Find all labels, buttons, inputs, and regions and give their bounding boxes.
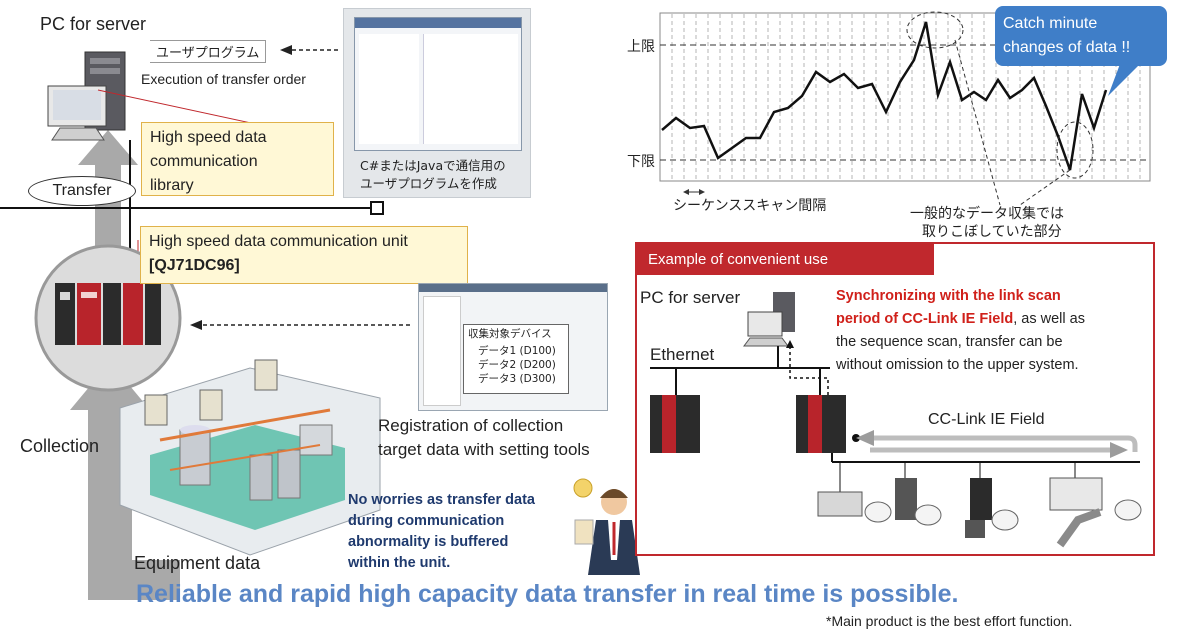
library-box: High speed data communication library xyxy=(141,122,334,196)
scan-interval-label: シーケンススキャン間隔 xyxy=(673,198,827,214)
buffer-note-line: during communication xyxy=(348,513,505,529)
ide-screenshot: C#またはJavaで通信用の ユーザプログラムを作成 xyxy=(343,8,531,198)
buffer-note: No worries as transfer data during commu… xyxy=(348,490,578,574)
desc-red-line-2: period of CC-Link IE Field xyxy=(836,311,1014,327)
tool-dialog-item: データ3 (D300) xyxy=(478,373,556,385)
buffer-note-line: within the unit. xyxy=(348,555,451,571)
transfer-label: Transfer xyxy=(52,182,112,199)
example-description: Synchronizing with the link scan period … xyxy=(836,285,1151,377)
lower-limit-label: 下限 xyxy=(627,154,655,170)
pc-server-label: PC for server xyxy=(40,14,147,34)
missed-data-line-1: 一般的なデータ収集では xyxy=(910,206,1064,222)
desc-line-2: period of CC-Link IE Field, as well as xyxy=(836,308,1151,331)
unit-model: [QJ71DC96] xyxy=(149,257,240,274)
tool-dialog-title: 収集対象デバイス xyxy=(468,328,552,340)
cclink-label: CC-Link IE Field xyxy=(928,411,1045,428)
factory-illustration xyxy=(119,359,381,556)
callout-line-2: changes of data !! xyxy=(1003,39,1131,56)
setting-tool-screenshot: 収集対象デバイス データ1 (D100) データ2 (D200) データ3 (D… xyxy=(418,283,608,411)
callout-text: Catch minute changes of data !! xyxy=(1003,12,1163,60)
example-pc-label: PC for server xyxy=(640,288,741,307)
example-header: Example of convenient use xyxy=(648,251,829,268)
collection-label: Collection xyxy=(20,436,100,456)
library-line-1: High speed data xyxy=(150,129,267,146)
execution-label: Execution of transfer order xyxy=(141,71,306,87)
tool-dialog-item: データ2 (D200) xyxy=(478,359,556,371)
registration-line-1: Registration of collection xyxy=(378,416,564,435)
buffer-note-line: No worries as transfer data xyxy=(348,492,535,508)
example-panel xyxy=(635,242,1155,556)
transfer-pill: Transfer xyxy=(28,176,136,206)
peak-highlight-ellipse xyxy=(906,11,964,49)
registration-line-2: target data with setting tools xyxy=(378,440,590,459)
callout-bubble xyxy=(995,6,1167,96)
unit-name: High speed data communication unit xyxy=(149,233,408,250)
server-pc-icon xyxy=(47,51,126,141)
callout-line-1: Catch minute xyxy=(1003,15,1098,32)
footnote: *Main product is the best effort functio… xyxy=(826,613,1073,629)
ide-window xyxy=(354,17,522,151)
buffer-note-line: abnormality is buffered xyxy=(348,534,509,550)
equipment-label: Equipment data xyxy=(134,553,261,573)
user-program-tag: ユーザプログラム xyxy=(150,40,267,63)
trough-highlight-ellipse xyxy=(1056,121,1094,179)
ide-caption-2: ユーザプログラムを作成 xyxy=(360,176,497,191)
desc-red-line-1: Synchronizing with the link scan xyxy=(836,288,1061,304)
ide-caption-1: C#またはJavaで通信用の xyxy=(360,158,506,173)
library-line-2: communication xyxy=(150,153,258,170)
desc-black-line-3: without omission to the upper system. xyxy=(836,357,1079,373)
headline: Reliable and rapid high capacity data tr… xyxy=(136,580,959,608)
tool-dialog: 収集対象デバイス データ1 (D100) データ2 (D200) データ3 (D… xyxy=(463,324,569,394)
data-waveform-line xyxy=(661,21,1108,171)
tool-dialog-item: データ1 (D100) xyxy=(478,345,556,357)
ethernet-label: Ethernet xyxy=(650,345,715,364)
desc-black-line-2: the sequence scan, transfer can be xyxy=(836,334,1063,350)
businessman-icon xyxy=(573,478,640,575)
upper-limit-label: 上限 xyxy=(627,39,655,55)
unit-box: High speed data communication unit [QJ71… xyxy=(140,226,468,284)
missed-data-line-2: 取りこぼしていた部分 xyxy=(922,224,1062,240)
desc-black-line-1: , as well as xyxy=(1013,311,1085,327)
library-line-3: library xyxy=(150,177,194,194)
